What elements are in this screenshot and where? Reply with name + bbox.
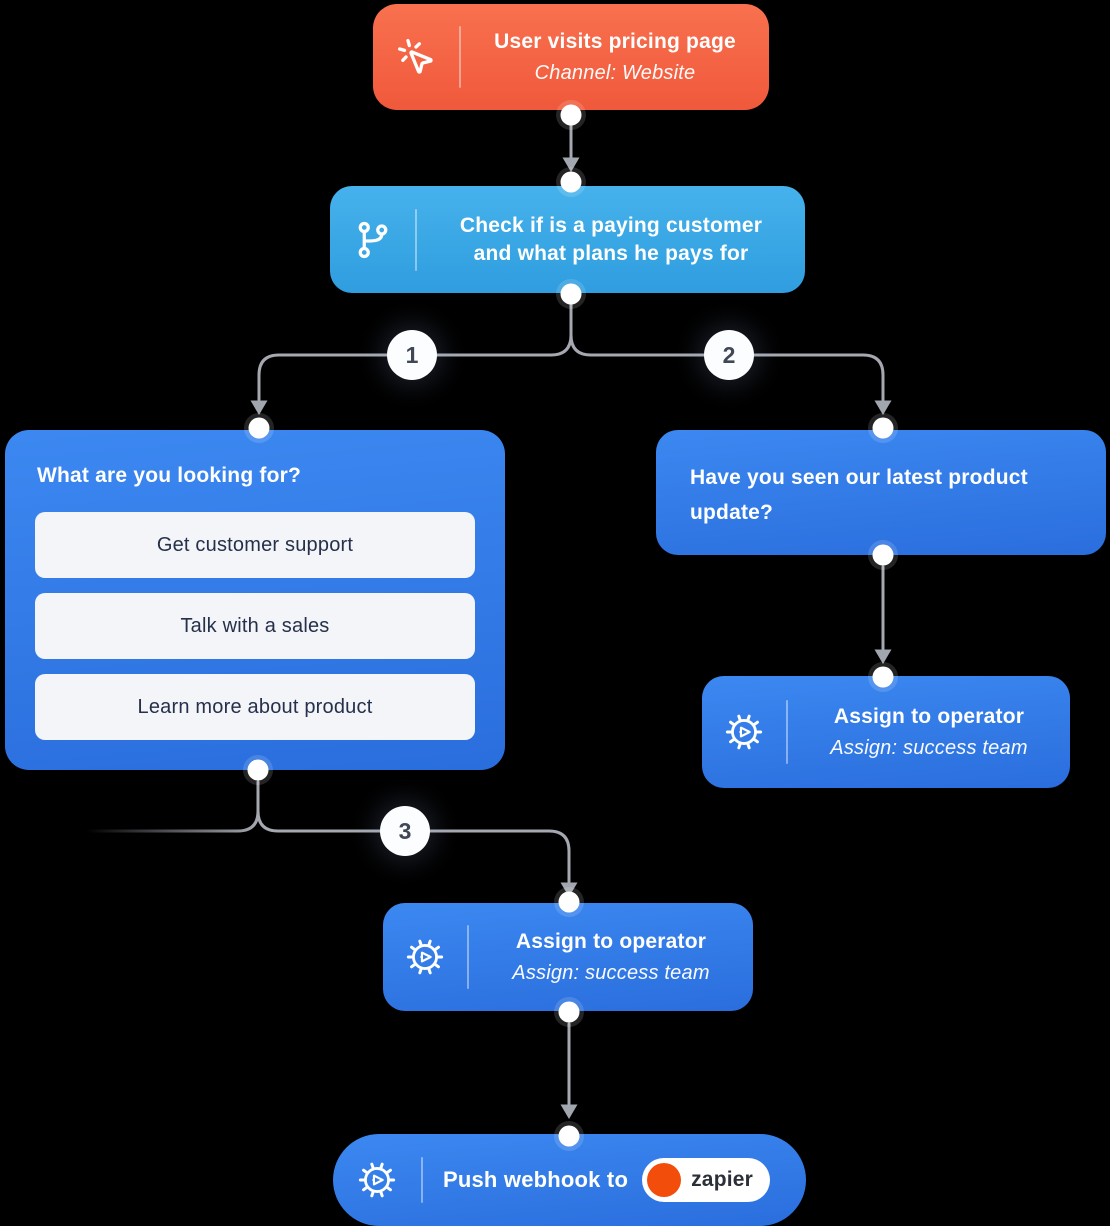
gear-icon xyxy=(383,936,467,978)
node-question-what-looking-for[interactable]: What are you looking for? Get customer s… xyxy=(5,430,505,770)
divider xyxy=(786,700,788,764)
node-trigger-user-visits-pricing[interactable]: User visits pricing page Channel: Websit… xyxy=(373,4,769,110)
zapier-badge: zapier xyxy=(642,1158,771,1202)
divider xyxy=(467,925,469,989)
node-condition-check-paying-customer[interactable]: Check if is a paying customer and what p… xyxy=(330,186,805,293)
assign-middle-subtitle: Assign: success team xyxy=(512,961,710,984)
trigger-subtitle: Channel: Website xyxy=(534,61,696,84)
question-right-title-line1: Have you seen our latest product xyxy=(690,466,1028,489)
assign-right-title: Assign to operator xyxy=(833,704,1025,728)
arrowhead xyxy=(560,882,578,897)
zapier-logo-dot-icon xyxy=(647,1163,682,1197)
divider xyxy=(415,208,417,271)
arrowhead xyxy=(560,1104,578,1119)
quick-reply-learn-more-product[interactable]: Learn more about product xyxy=(35,674,475,740)
branch-badge-1: 1 xyxy=(387,330,437,380)
assign-middle-title: Assign to operator xyxy=(515,929,707,953)
connector-branch-faded xyxy=(84,809,260,833)
branch-badge-3: 3 xyxy=(380,806,430,856)
zapier-badge-label: zapier xyxy=(691,1168,754,1191)
node-assign-operator-middle[interactable]: Assign to operator Assign: success team xyxy=(383,903,753,1011)
arrowhead xyxy=(250,400,268,415)
node-assign-operator-right[interactable]: Assign to operator Assign: success team xyxy=(702,676,1070,788)
condition-title-line1: Check if is a paying customer xyxy=(459,213,763,237)
node-question-latest-product-update[interactable]: Have you seen our latest product update? xyxy=(656,430,1106,555)
condition-title-line2: and what plans he pays for xyxy=(473,241,749,265)
cursor-click-icon xyxy=(373,37,459,77)
branch-badge-2: 2 xyxy=(704,330,754,380)
divider xyxy=(459,26,461,88)
arrowhead xyxy=(874,400,892,415)
divider xyxy=(421,1157,423,1203)
arrowhead xyxy=(874,649,892,664)
assign-right-subtitle: Assign: success team xyxy=(830,736,1028,759)
question-right-title-line2: update? xyxy=(690,501,774,524)
trigger-title: User visits pricing page xyxy=(494,29,736,53)
arrowhead xyxy=(562,157,580,172)
gear-icon xyxy=(702,711,786,753)
gear-icon xyxy=(333,1159,421,1201)
node-push-webhook-zapier[interactable]: Push webhook to zapier xyxy=(333,1134,806,1226)
branch-icon xyxy=(330,220,415,260)
webhook-title: Push webhook to xyxy=(442,1167,629,1192)
quick-reply-talk-with-sales[interactable]: Talk with a sales xyxy=(35,593,475,659)
quick-reply-get-customer-support[interactable]: Get customer support xyxy=(35,512,475,578)
question-left-title: What are you looking for? xyxy=(37,464,302,487)
